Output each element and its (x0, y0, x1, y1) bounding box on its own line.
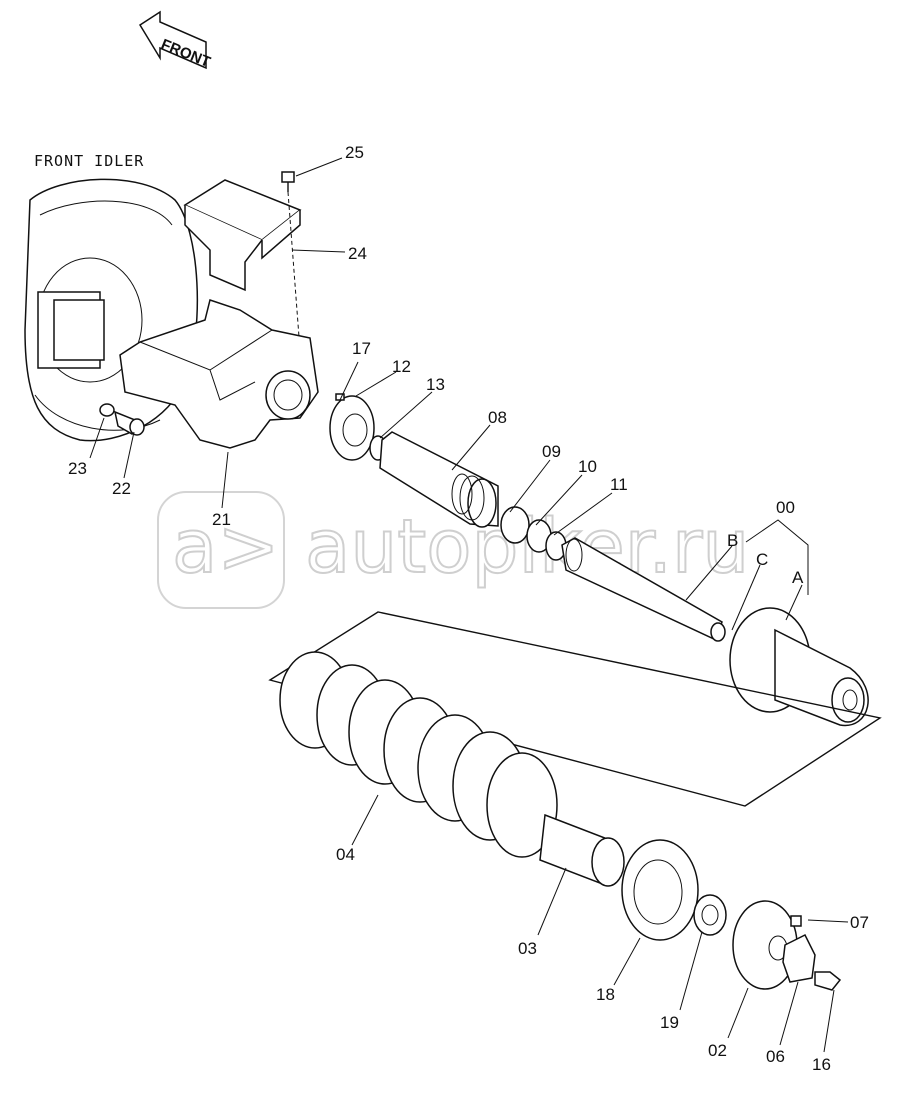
ring-09 (500, 506, 530, 544)
flange-12 (329, 393, 375, 461)
callout-16: 16 (812, 1055, 831, 1074)
callout-17: 17 (352, 339, 371, 358)
callout-24: 24 (348, 244, 367, 263)
callout-00: 00 (776, 498, 795, 517)
leader-lines (89, 157, 849, 1053)
callout-c: C (756, 550, 768, 569)
plate-18 (621, 839, 699, 941)
callout-07: 07 (850, 913, 869, 932)
callout-10: 10 (578, 457, 597, 476)
callout-25: 25 (345, 143, 364, 162)
callout-19: 19 (660, 1013, 679, 1032)
callout-02: 02 (708, 1041, 727, 1060)
group-frame (268, 611, 882, 807)
cover-plate (183, 179, 302, 292)
callout-03: 03 (518, 939, 537, 958)
callout-13: 13 (426, 375, 445, 394)
callout-12: 12 (392, 357, 411, 376)
callout-04: 04 (336, 845, 355, 864)
callout-09: 09 (542, 442, 561, 461)
callout-a: A (792, 568, 804, 587)
spacer-03 (539, 813, 625, 887)
callout-23: 23 (68, 459, 87, 478)
diagram-title: FRONT IDLER (34, 152, 144, 170)
callout-22: 22 (112, 479, 131, 498)
cylinder-a (729, 607, 869, 727)
spring-04 (279, 651, 558, 858)
bolt-25 (281, 171, 301, 351)
callout-b: B (727, 531, 738, 550)
washer-19 (693, 894, 727, 936)
callout-11: 11 (610, 475, 628, 494)
callout-06: 06 (766, 1047, 785, 1066)
yoke-21 (119, 299, 319, 449)
front-arrow-icon: FRONT (138, 10, 213, 71)
rod-assembly-00 (561, 537, 726, 642)
callout-18: 18 (596, 985, 615, 1004)
callouts: 25 24 17 12 13 08 09 10 11 00 B C A 21 2… (68, 143, 869, 1074)
grease-block-06 (782, 915, 842, 991)
callout-21: 21 (212, 510, 231, 529)
bolt-22 (99, 403, 145, 436)
cylinder-08 (379, 431, 499, 528)
callout-08: 08 (488, 408, 507, 427)
svg-text:a>: a> (172, 504, 279, 590)
